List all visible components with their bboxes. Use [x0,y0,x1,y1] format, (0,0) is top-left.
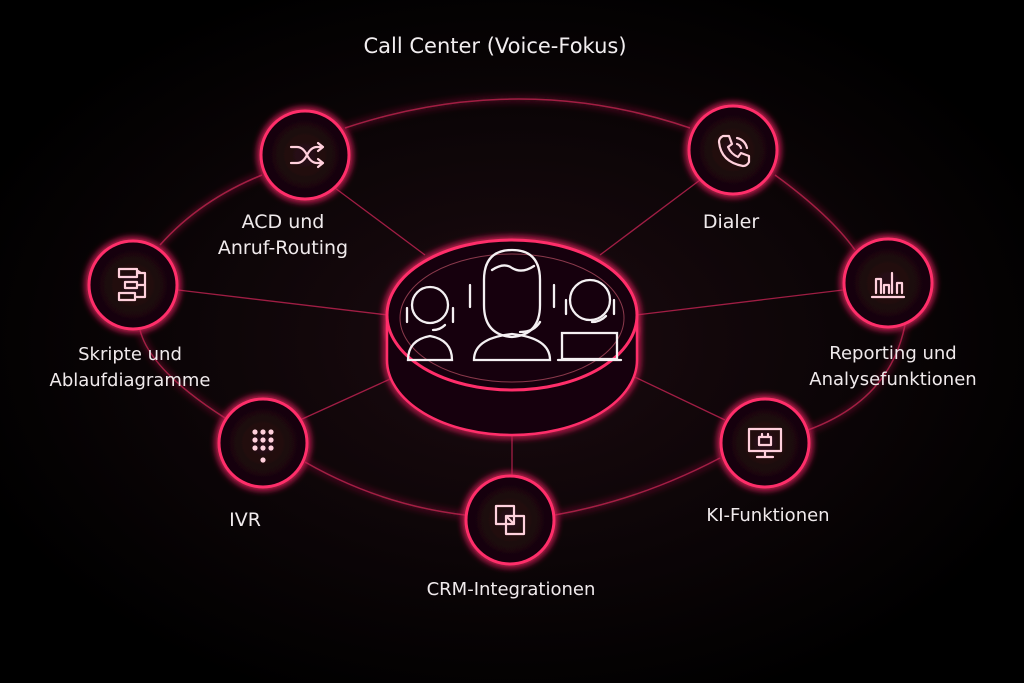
node-circle [87,239,179,331]
keypad-icon [252,429,274,463]
call-center-agents-icon [405,248,623,362]
node-circle [687,104,779,196]
node-ki [719,397,811,489]
label-dialer: Dialer [702,211,760,233]
node-dialer [687,104,779,196]
bar-chart-icon [870,271,906,299]
node-skripte [87,239,179,331]
node-reporting [842,237,934,329]
node-ivr [217,397,309,489]
phone-icon [717,134,751,168]
center-hub [385,238,639,437]
label-crm: CRM-Integrationen [426,579,596,600]
node-crm [464,474,556,566]
diagram-title: Call Center (Voice-Fokus) [363,34,627,58]
spoke-connectors [177,179,844,476]
label-ivr: IVR [229,509,261,531]
node-circle [842,237,934,329]
ai-monitor-icon [747,427,783,459]
outer-ring-connectors [139,98,906,516]
integration-squares-icon [494,504,526,536]
shuffle-icon [289,141,325,169]
label-ki: KI-Funktionen [706,505,830,526]
node-acd [259,109,351,201]
flowchart-icon [117,267,147,302]
node-circle [719,397,811,489]
node-circle [217,397,309,489]
node-circle [259,109,351,201]
